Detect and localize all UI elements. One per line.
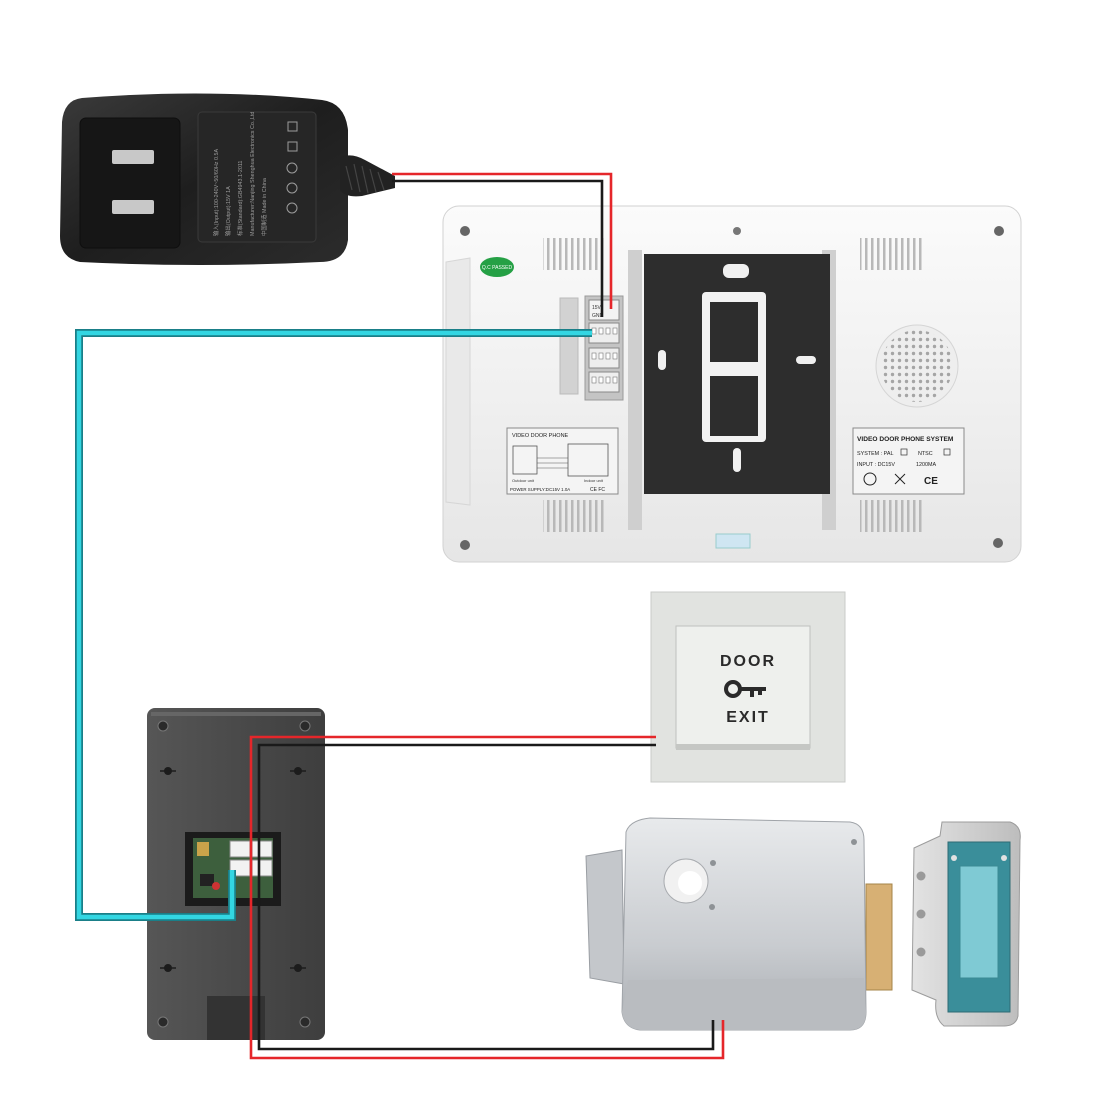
screw-hole-icon — [157, 720, 169, 732]
ntsc-checkbox — [943, 448, 951, 456]
adapter-label-line: Manufacturer:Nanjing Shenghua Electronic… — [250, 112, 256, 236]
screw-hole-icon — [157, 1016, 169, 1028]
vent-grille — [860, 500, 922, 532]
spec-label-title: VIDEO DOOR PHONE SYSTEM — [857, 436, 954, 443]
spec-label-system: SYSTEM : PAL — [857, 451, 893, 457]
lock-strike-plate — [911, 821, 1021, 1027]
lock-latch-bolt — [865, 883, 893, 991]
wires — [75, 172, 725, 1060]
system-spec-label: VIDEO DOOR PHONE SYSTEM SYSTEM : PAL NTS… — [852, 427, 965, 495]
wiring-label-footer: POWER SUPPLY:DC15V 1.0A — [510, 487, 570, 492]
vent-grille — [543, 238, 605, 270]
serial-sticker — [715, 533, 751, 549]
screw-hole-icon — [299, 720, 311, 732]
screw-icon — [994, 226, 1004, 236]
plug-prong-top-icon — [112, 150, 154, 164]
wiring-schematic-label: VIDEO DOOR PHONE Outdoor unit Indoor uni… — [506, 427, 619, 495]
electric-lock — [585, 817, 893, 1031]
screw-icon — [460, 540, 470, 550]
screw-icon — [710, 860, 716, 866]
weee-bin-icon — [894, 473, 906, 485]
pal-checkbox — [900, 448, 908, 456]
spec-label-power: 1200MA — [916, 462, 936, 468]
adapter-cert-marks — [286, 121, 298, 214]
lock-wire-positive — [249, 735, 725, 1060]
adapter-label-line: 输入(Input):100-240V~50/60Hz 0.5A — [212, 149, 220, 236]
aux-port — [588, 371, 620, 393]
speaker-holes — [881, 330, 953, 402]
screw-icon — [851, 839, 857, 845]
power-adapter: 输入(Input):100-240V~50/60Hz 0.5A 输出(Outpu… — [60, 93, 395, 265]
exit-button-bottom-text: EXIT — [726, 709, 770, 726]
indoor-monitor: Q.C PASSED 15V GND — [442, 205, 1022, 563]
wiring-label-right-caption: Indoor unit — [584, 478, 604, 483]
cert-mark-icon — [863, 472, 877, 486]
terminal-block — [229, 840, 251, 858]
key-icon — [724, 680, 766, 698]
adapter-label-line: 中国制造 Made in China — [260, 178, 268, 236]
adapter-label-line: 标准(Standard):GB4943.1-2011 — [236, 161, 244, 236]
adapter-rating-label: 输入(Input):100-240V~50/60Hz 0.5A 输出(Outpu… — [212, 112, 268, 236]
vent-grille — [860, 238, 922, 270]
screw-icon — [709, 904, 715, 910]
screw-icon — [460, 226, 470, 236]
terminal-block — [251, 840, 273, 858]
screw-icon — [993, 538, 1003, 548]
spec-label-input: INPUT : DC15V — [857, 462, 895, 468]
aux-port — [588, 347, 620, 369]
exit-button-top-text: DOOR — [720, 653, 776, 670]
wiring-label-left-caption: Outdoor unit — [512, 478, 535, 483]
power-wire-positive — [392, 172, 613, 309]
wiring-label-title: VIDEO DOOR PHONE — [512, 433, 569, 439]
screw-hole-icon — [299, 1016, 311, 1028]
power-wire-ground — [392, 179, 604, 317]
lock-wire-ground — [257, 743, 715, 1051]
plug-prong-bottom-icon — [112, 200, 154, 214]
spec-label-ce: CE — [924, 476, 938, 487]
door-exit-button: DOOR EXIT — [650, 591, 846, 783]
spec-label-system-alt: NTSC — [918, 451, 933, 457]
adapter-label-line: 输出(Output):15V 1A — [224, 186, 232, 236]
wiring-label-marks: CE FC — [590, 487, 605, 493]
terminal-block — [251, 859, 273, 877]
vent-grille — [543, 500, 605, 532]
qc-sticker — [480, 257, 514, 277]
signal-cable — [76, 330, 592, 920]
power-port-label: 15V — [592, 305, 602, 311]
wall-mount-bracket — [628, 250, 836, 530]
qc-sticker-text: Q.C PASSED — [482, 265, 513, 271]
ground-port-label: GND — [592, 313, 604, 319]
screw-icon — [733, 227, 741, 235]
